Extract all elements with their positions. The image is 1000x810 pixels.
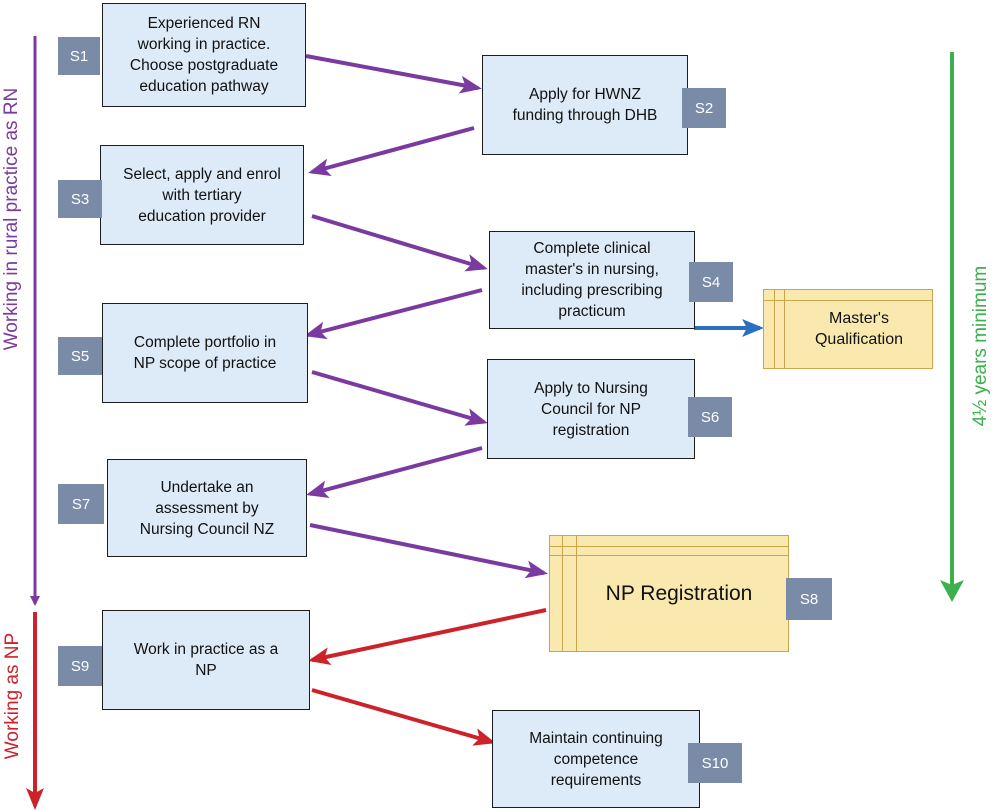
step-s9-text: Work in practice as a NP (133, 641, 279, 679)
step-s7-text: Undertake an assessment by Nursing Counc… (139, 478, 275, 538)
masters-qualification-box: Master's Qualification (763, 289, 933, 369)
step-s2-badge: S2 (682, 88, 726, 128)
step-s10-box: Maintain continuing competence requireme… (492, 710, 700, 808)
label-working-as-np: Working as NP (2, 632, 23, 760)
step-s9-badge: S9 (58, 646, 102, 686)
step-s4-badge: S4 (689, 262, 733, 302)
arrow-s6-s7 (306, 446, 483, 499)
step-s4-text: Complete clinical master's in nursing, i… (521, 240, 663, 320)
step-s7-box: Undertake an assessment by Nursing Counc… (107, 459, 307, 557)
step-s6-box: Apply to Nursing Council for NP registra… (487, 359, 695, 459)
np-registration-text: NP Registration (605, 581, 753, 605)
arrow-s8-s9 (308, 608, 547, 666)
step-s3-text: Select, apply and enrol with tertiary ed… (123, 165, 281, 225)
step-s2-box: Apply for HWNZ funding through DHB (482, 55, 688, 155)
step-s10-text: Maintain continuing competence requireme… (529, 729, 663, 789)
np-registration-box: NP Registration (549, 535, 789, 652)
step-s6-text: Apply to Nursing Council for NP registra… (534, 379, 648, 439)
arrow-s1-s2 (305, 54, 482, 94)
step-s8-badge: S8 (786, 578, 832, 620)
step-s10-badge: S10 (688, 743, 742, 783)
step-s5-box: Complete portfolio in NP scope of practi… (102, 303, 308, 403)
step-s1-badge: S1 (58, 37, 100, 75)
step-s1-box: Experienced RN working in practice. Choo… (102, 3, 306, 107)
arrow-s7-s8 (309, 523, 548, 579)
step-s2-text: Apply for HWNZ funding through DHB (512, 86, 658, 124)
step-s1-text: Experienced RN working in practice. Choo… (129, 15, 279, 95)
step-s9-box: Work in practice as a NP (102, 610, 310, 710)
arrow-s4-s5 (304, 288, 483, 340)
step-s3-badge: S3 (58, 180, 102, 218)
step-s4-box: Complete clinical master's in nursing, i… (489, 231, 695, 329)
step-s5-text: Complete portfolio in NP scope of practi… (133, 334, 277, 372)
masters-qualification-text: Master's Qualification (814, 310, 904, 348)
step-s6-badge: S6 (688, 397, 732, 437)
arrow-s9-s10 (311, 688, 496, 746)
step-s7-badge: S7 (58, 484, 104, 524)
arrow-s3-s4 (311, 214, 488, 272)
step-s3-box: Select, apply and enrol with tertiary ed… (100, 145, 304, 245)
label-duration-minimum: 4½ years minimum (970, 265, 991, 427)
arrow-s2-s3 (308, 126, 475, 176)
step-s5-badge: S5 (58, 337, 102, 375)
arrow-s5-s6 (311, 370, 488, 426)
label-working-rural-rn: Working in rural practice as RN (1, 87, 22, 351)
